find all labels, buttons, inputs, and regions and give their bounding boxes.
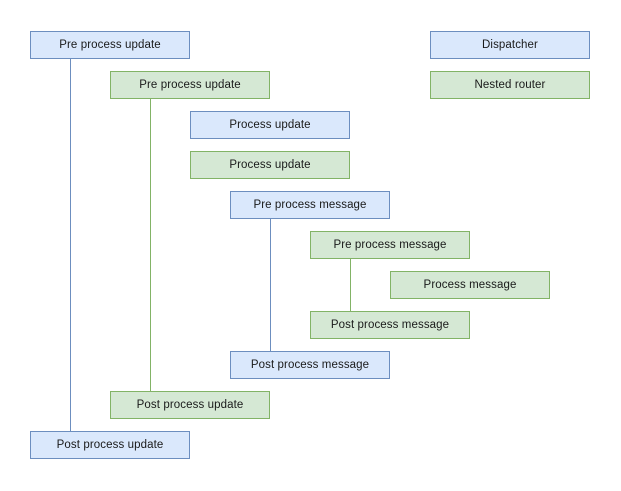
node-label: Process update [229, 118, 311, 131]
node-post-process-update-router[interactable]: Post process update [110, 391, 270, 419]
node-label: Pre process update [59, 38, 161, 51]
connector-line-router-3 [350, 259, 351, 311]
node-process-message-router[interactable]: Process message [390, 271, 550, 299]
legend-item-label: Nested router [474, 78, 546, 91]
node-label: Post process update [136, 398, 244, 411]
node-pre-process-message-router[interactable]: Pre process message [310, 231, 470, 259]
node-label: Post process message [330, 318, 450, 331]
legend-item-nested-router[interactable]: Nested router [430, 71, 590, 99]
connector-line-dispatcher-0 [70, 59, 71, 431]
connector-line-router-1 [150, 99, 151, 391]
node-pre-process-update-router[interactable]: Pre process update [110, 71, 270, 99]
legend-item-dispatcher[interactable]: Dispatcher [430, 31, 590, 59]
node-label: Post process update [56, 438, 164, 451]
node-label: Pre process update [139, 78, 241, 91]
node-pre-process-message-dispatcher[interactable]: Pre process message [230, 191, 390, 219]
node-label: Process message [423, 278, 517, 291]
node-label: Pre process message [253, 198, 367, 211]
node-process-update-dispatcher[interactable]: Process update [190, 111, 350, 139]
legend-item-label: Dispatcher [482, 38, 538, 51]
node-label: Post process message [250, 358, 370, 371]
node-label: Process update [229, 158, 311, 171]
connector-line-dispatcher-2 [270, 219, 271, 351]
node-process-update-router[interactable]: Process update [190, 151, 350, 179]
node-pre-process-update-dispatcher[interactable]: Pre process update [30, 31, 190, 59]
node-post-process-message-dispatcher[interactable]: Post process message [230, 351, 390, 379]
node-label: Pre process message [333, 238, 447, 251]
node-post-process-message-router[interactable]: Post process message [310, 311, 470, 339]
node-post-process-update-dispatcher[interactable]: Post process update [30, 431, 190, 459]
